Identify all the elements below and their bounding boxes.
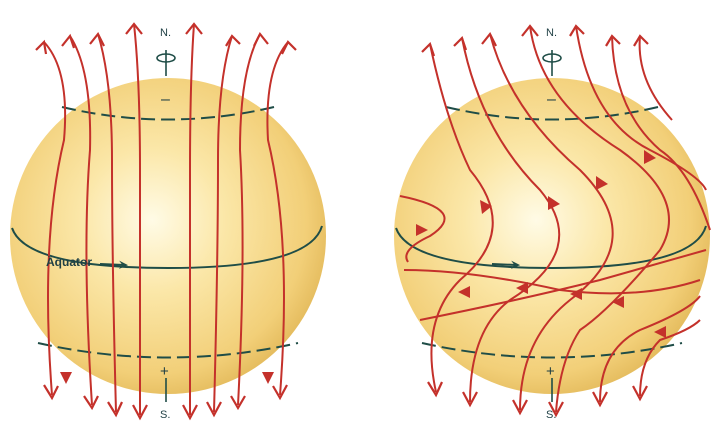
left-rotation-axis-north: [157, 50, 175, 76]
right-rotation-axis-north: [543, 50, 561, 76]
left-south-polarity: +: [160, 363, 169, 380]
right-north-label: N.: [546, 27, 557, 39]
right-arrowhead-top: [634, 36, 648, 46]
left-north-label: N.: [160, 27, 171, 39]
left-arrowhead-top: [254, 34, 268, 46]
right-sphere-panel: N. – + S.: [394, 26, 710, 421]
left-body-arrow: [60, 372, 72, 384]
left-arrowhead-top: [90, 34, 104, 46]
left-arrowhead-top: [226, 36, 240, 46]
left-arrowhead-top: [282, 42, 296, 54]
right-equator-arrow: [492, 264, 516, 265]
left-arrowhead-top: [36, 42, 46, 54]
right-south-polarity: +: [546, 363, 555, 380]
right-north-polarity: –: [547, 91, 556, 108]
right-arrowhead-top: [482, 34, 496, 46]
left-south-label: S.: [160, 409, 170, 421]
left-body-arrow: [262, 372, 274, 384]
right-south-label: S.: [546, 409, 556, 421]
left-north-polarity: –: [161, 91, 170, 108]
equator-label: Äquator: [46, 254, 92, 269]
left-sphere-panel: N. – + S. Äquator: [10, 24, 326, 421]
